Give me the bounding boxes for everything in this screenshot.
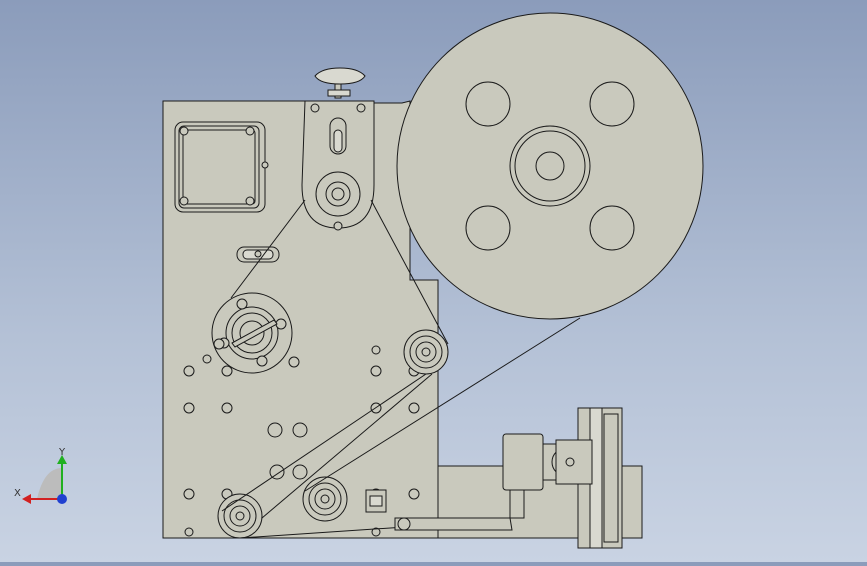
peel-plate (365, 489, 513, 531)
idler-roller-lower (217, 493, 263, 539)
idler-roller-upper (403, 329, 449, 375)
dancer-bracket (301, 100, 375, 231)
coordinate-triad: X Y (14, 447, 67, 504)
y-axis-label: Y (58, 447, 66, 458)
adjust-slot (236, 246, 280, 263)
x-axis-label: X (14, 488, 21, 499)
idler-roller-middle (302, 476, 348, 522)
tension-knob (314, 67, 366, 99)
motor-gearbox (174, 121, 269, 213)
label-roll (396, 12, 704, 320)
vertical-slide (555, 407, 623, 549)
mounting-holes (183, 338, 420, 537)
drive-roller (211, 292, 293, 374)
